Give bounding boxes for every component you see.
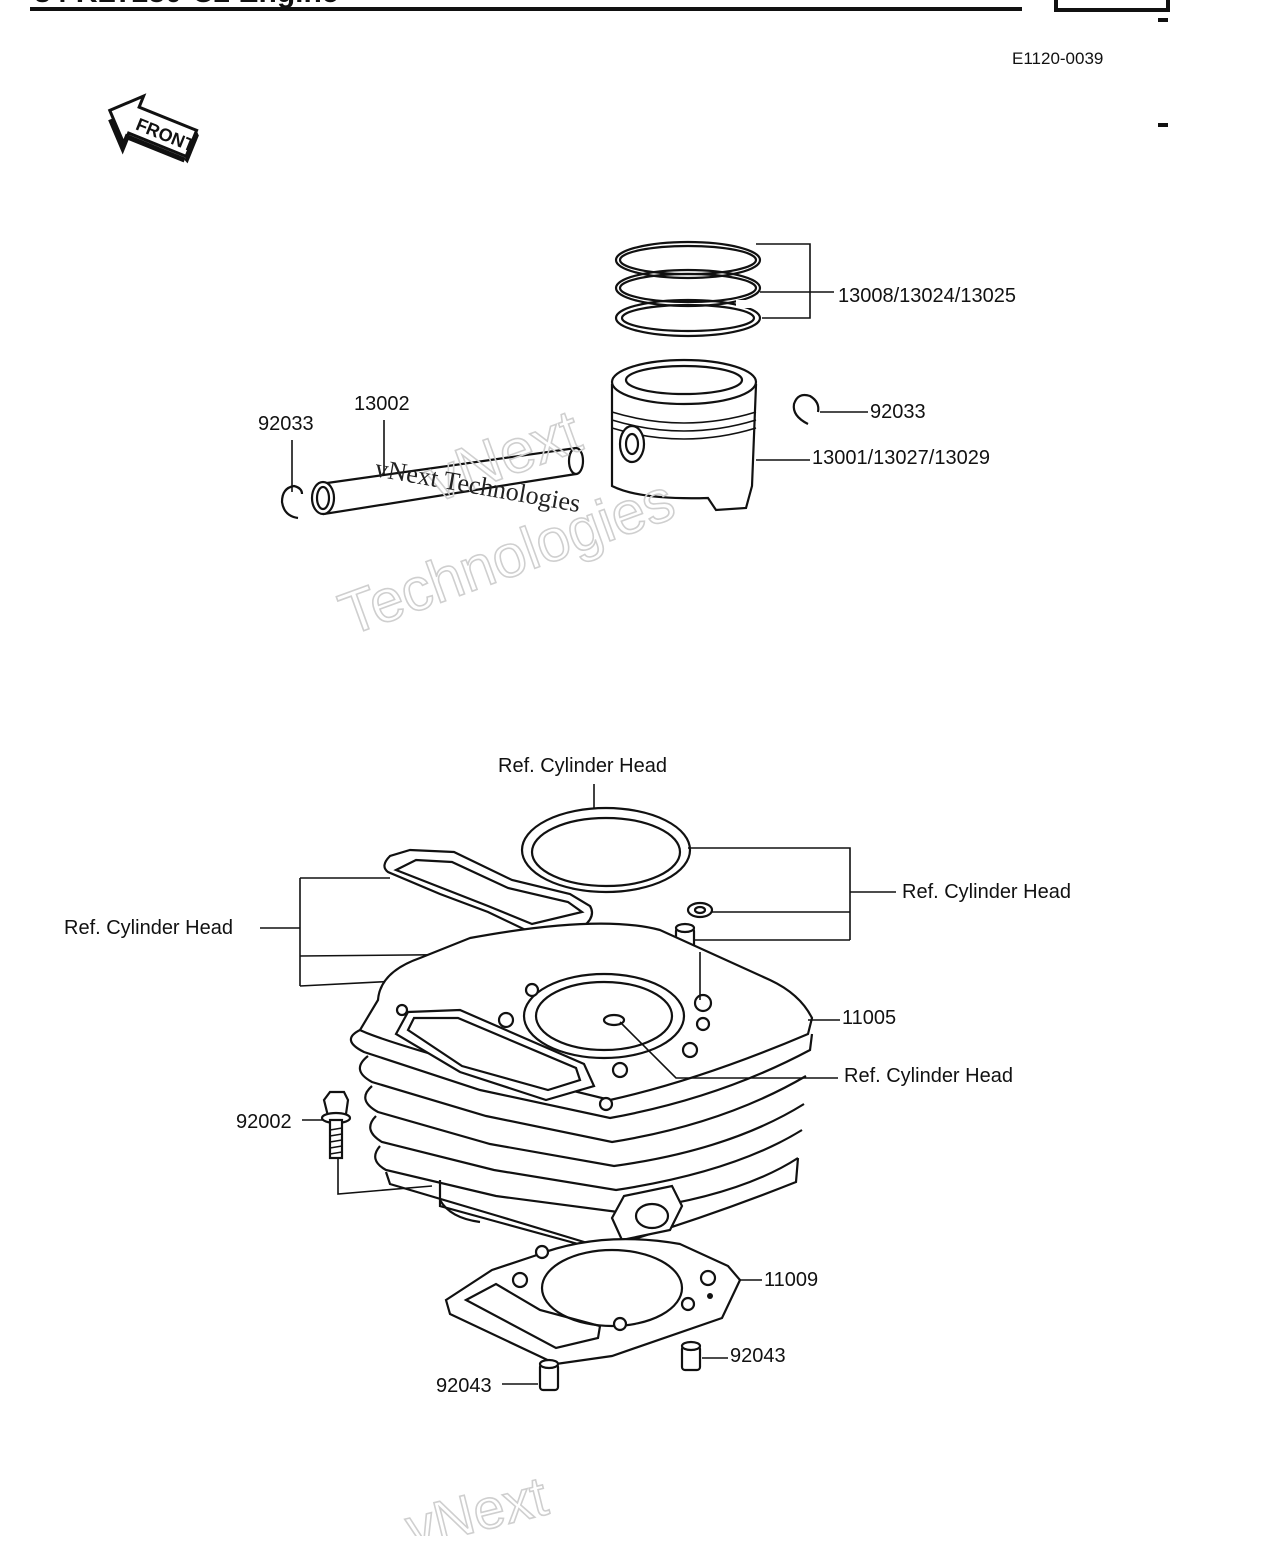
callout-snap-ring-left: 92033 — [258, 413, 314, 435]
head-gasket-ring — [520, 784, 896, 941]
snap-ring-right — [792, 393, 868, 425]
cylinder-block — [349, 922, 840, 1252]
callout-dowel-right: 92043 — [730, 1345, 786, 1367]
piston-pin — [310, 420, 585, 516]
front-arrow-icon: FRONT — [107, 93, 199, 164]
callout-snap-ring-right: 92033 — [870, 401, 926, 423]
callout-ref-head-right: Ref. Cylinder Head — [902, 881, 1071, 903]
callout-dowel-left: 92043 — [436, 1375, 492, 1397]
header-title: 84 KLT250-C2 Engine — [34, 0, 339, 9]
header-rule — [30, 7, 1022, 11]
header-corner-box — [1054, 0, 1170, 12]
callout-cylinder: 11005 — [842, 1007, 896, 1029]
watermark-brand-footer: vNext — [399, 1464, 554, 1536]
header: 84 KLT250-C2 Engine E1120-0039 — [30, 0, 1170, 127]
callout-piston-rings: 13008/13024/13025 — [838, 285, 1016, 307]
base-gasket — [444, 1238, 762, 1366]
callout-bolt: 92002 — [236, 1111, 292, 1133]
snap-ring-left — [280, 440, 304, 520]
callout-ref-head-top: Ref. Cylinder Head — [498, 755, 667, 777]
callout-ref-head-left: Ref. Cylinder Head — [64, 917, 233, 939]
piston — [610, 358, 810, 512]
callout-piston-pin: 13002 — [354, 393, 410, 415]
callout-piston: 13001/13027/13029 — [812, 447, 990, 469]
callout-base-gasket: 11009 — [764, 1269, 818, 1291]
edge-tick — [1158, 123, 1168, 127]
bottom-dowels — [502, 1340, 728, 1392]
diagram-id: E1120-0039 — [1012, 49, 1103, 68]
callout-ref-head-mid: Ref. Cylinder Head — [844, 1065, 1013, 1087]
piston-rings — [614, 240, 834, 338]
edge-tick — [1158, 18, 1168, 22]
cylinder-bolt — [302, 1090, 433, 1195]
